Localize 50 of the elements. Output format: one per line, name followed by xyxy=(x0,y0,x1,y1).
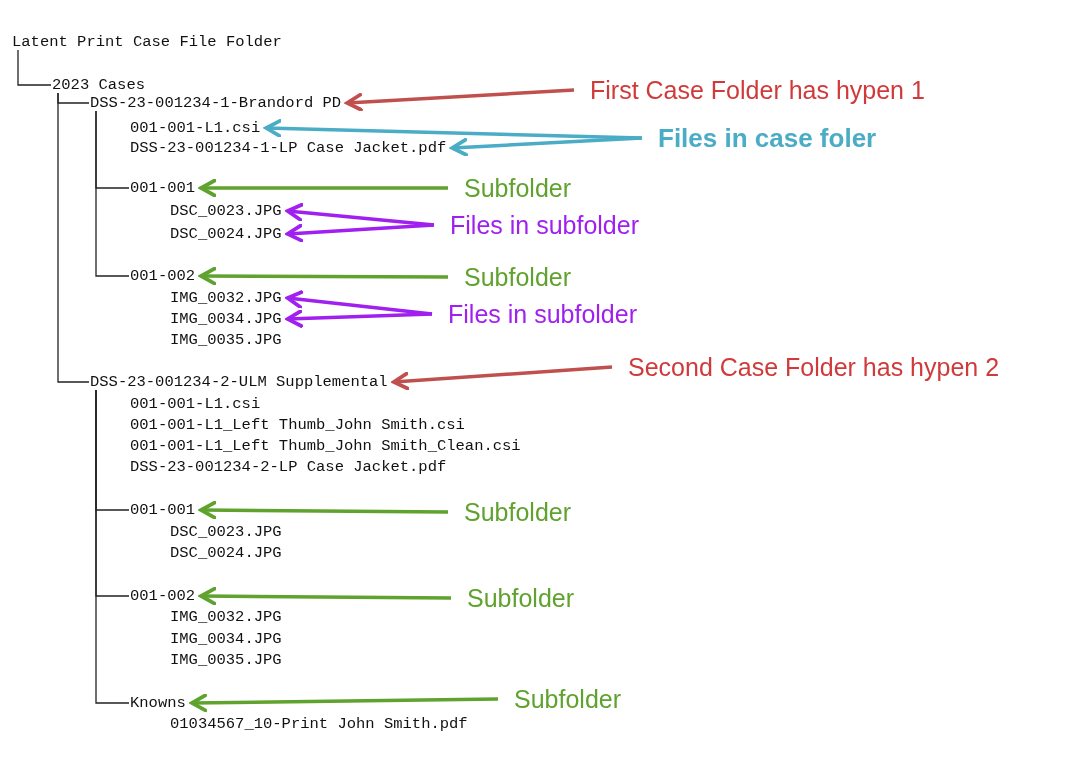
file-name: DSC_0024.JPG xyxy=(170,224,282,244)
callout-text: Subfolder xyxy=(464,497,572,527)
arrow xyxy=(199,586,451,606)
arrow xyxy=(189,693,499,713)
file-name: 001-001-L1_Left Thumb_John Smith_Clean.csi xyxy=(130,436,521,456)
tree-branch-line xyxy=(17,49,52,86)
arrow xyxy=(450,136,643,157)
file-name: DSC_0024.JPG xyxy=(170,543,282,563)
folder-name: DSS-23-001234-2-ULM Supplemental xyxy=(90,372,388,392)
file-name: IMG_0034.JPG xyxy=(170,309,282,329)
file-name: 001-001-L1.csi xyxy=(130,394,261,414)
file-name: DSC_0023.JPG xyxy=(170,522,282,542)
tree-branch-line xyxy=(95,110,130,277)
folder-name: 001-002 xyxy=(130,266,196,286)
arrow xyxy=(391,365,613,391)
tree-branch-line xyxy=(95,389,130,704)
file-name: DSS-23-001234-1-LP Case Jacket.pdf xyxy=(130,138,447,158)
arrow xyxy=(345,88,575,112)
callout-text: Subfolder xyxy=(464,262,572,292)
callout-text: Subfolder xyxy=(467,583,575,613)
callout-text: First Case Folder has hypen 1 xyxy=(590,75,925,105)
callout-text: Subfolder xyxy=(514,684,622,714)
callout-text: Subfolder xyxy=(464,173,572,203)
file-name: 001-001-L1.csi xyxy=(130,118,261,138)
folder-name: Knowns xyxy=(130,693,186,713)
file-name: IMG_0032.JPG xyxy=(170,288,282,308)
arrow xyxy=(199,266,448,286)
tree-branch-line xyxy=(57,92,90,383)
arrow xyxy=(199,500,448,520)
folder-name: 001-001 xyxy=(130,178,196,198)
folder-name: Latent Print Case File Folder xyxy=(12,32,282,52)
file-name: IMG_0035.JPG xyxy=(170,330,282,350)
file-name: 001-001-L1_Left Thumb_John Smith.csi xyxy=(130,415,465,435)
callout-text: Second Case Folder has hypen 2 xyxy=(628,352,1000,382)
folder-name: DSS-23-001234-1-Brandord PD xyxy=(90,93,342,113)
callout-text: Files in case foler xyxy=(658,123,877,153)
file-name: IMG_0034.JPG xyxy=(170,629,282,649)
file-name: DSS-23-001234-2-LP Case Jacket.pdf xyxy=(130,457,447,477)
file-name: IMG_0032.JPG xyxy=(170,607,282,627)
callout-text: Files in subfolder xyxy=(450,210,639,240)
folder-name: 001-001 xyxy=(130,500,196,520)
folder-name: 001-002 xyxy=(130,586,196,606)
folder-name: 2023 Cases xyxy=(52,75,145,95)
arrow xyxy=(285,309,433,328)
file-name: 01034567_10-Print John Smith.pdf xyxy=(170,714,468,734)
arrow xyxy=(285,223,435,243)
callout-text: Files in subfolder xyxy=(448,299,637,329)
file-name: DSC_0023.JPG xyxy=(170,201,282,221)
arrow xyxy=(199,178,448,198)
file-name: IMG_0035.JPG xyxy=(170,650,282,670)
